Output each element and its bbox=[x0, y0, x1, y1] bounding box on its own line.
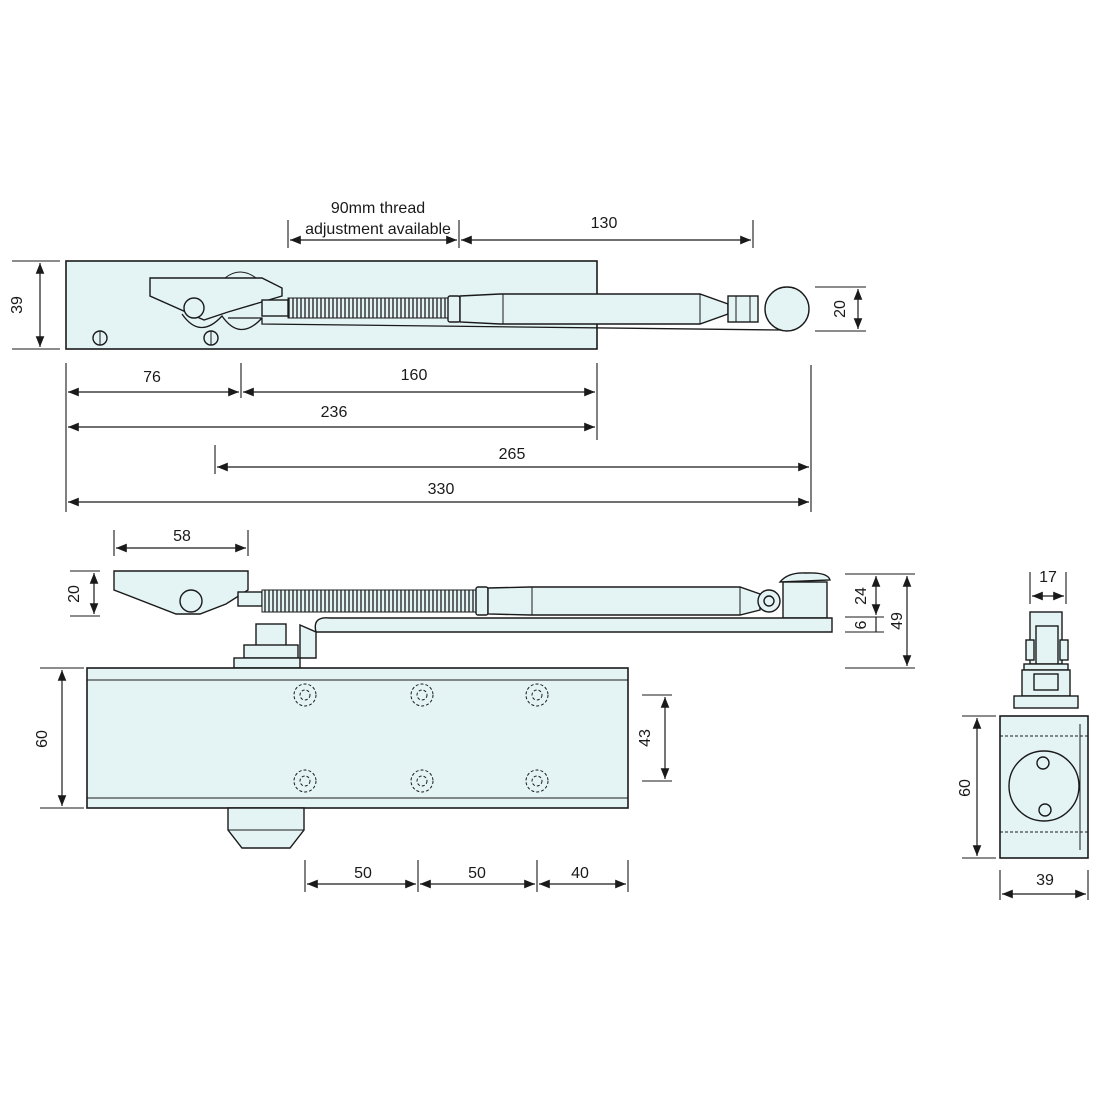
side-view bbox=[999, 611, 1089, 859]
dim-60-side: 60 bbox=[957, 779, 974, 797]
closer-body bbox=[86, 667, 629, 809]
dim-20-front: 20 bbox=[66, 585, 83, 603]
front-arm-shoe bbox=[113, 570, 249, 615]
dim-50-a: 50 bbox=[354, 865, 372, 882]
dim-40: 40 bbox=[571, 865, 589, 882]
dim-58: 58 bbox=[173, 528, 191, 545]
front-view bbox=[86, 570, 833, 849]
dim-24: 24 bbox=[853, 587, 870, 605]
fixing-hole-icon bbox=[293, 683, 317, 707]
thread-note-line2: adjustment available bbox=[305, 221, 451, 238]
arm-shoe bbox=[149, 271, 283, 331]
screw-icon bbox=[203, 330, 219, 346]
fixing-hole-icon bbox=[525, 683, 549, 707]
dim-330: 330 bbox=[428, 481, 455, 498]
dim-60-front: 60 bbox=[34, 730, 51, 748]
dim-49: 49 bbox=[889, 612, 906, 630]
dim-236: 236 bbox=[321, 404, 348, 421]
dim-39-top: 39 bbox=[9, 296, 26, 314]
arm-tube bbox=[459, 293, 729, 325]
adjusting-nut bbox=[447, 295, 461, 323]
dim-130: 130 bbox=[591, 215, 618, 232]
dim-160: 160 bbox=[401, 367, 428, 384]
dim-76: 76 bbox=[143, 369, 161, 386]
front-threaded-rod bbox=[261, 589, 477, 613]
side-dimensions: 17 60 39 bbox=[957, 569, 1089, 900]
top-dimensions: 90mm thread adjustment available 130 39 … bbox=[9, 200, 866, 512]
fixing-hole-icon bbox=[410, 683, 434, 707]
screw-icon bbox=[92, 330, 108, 346]
thread-note-line1: 90mm thread bbox=[331, 200, 425, 217]
top-view bbox=[65, 260, 810, 350]
fixing-hole-icon bbox=[525, 769, 549, 793]
dim-43: 43 bbox=[637, 729, 654, 747]
fixing-hole-icon bbox=[410, 769, 434, 793]
fixing-hole-icon bbox=[293, 769, 317, 793]
arm-end-cap bbox=[764, 286, 810, 332]
dim-39-side: 39 bbox=[1036, 872, 1054, 889]
threaded-rod bbox=[287, 297, 449, 319]
pinion-circle bbox=[1008, 750, 1080, 822]
dim-20-top: 20 bbox=[832, 300, 849, 318]
dim-6: 6 bbox=[853, 620, 870, 629]
front-dimensions: 58 20 24 6 49 60 43 50 bbox=[34, 528, 915, 892]
dim-265: 265 bbox=[499, 446, 526, 463]
dim-17: 17 bbox=[1039, 569, 1057, 586]
dim-50-b: 50 bbox=[468, 865, 486, 882]
